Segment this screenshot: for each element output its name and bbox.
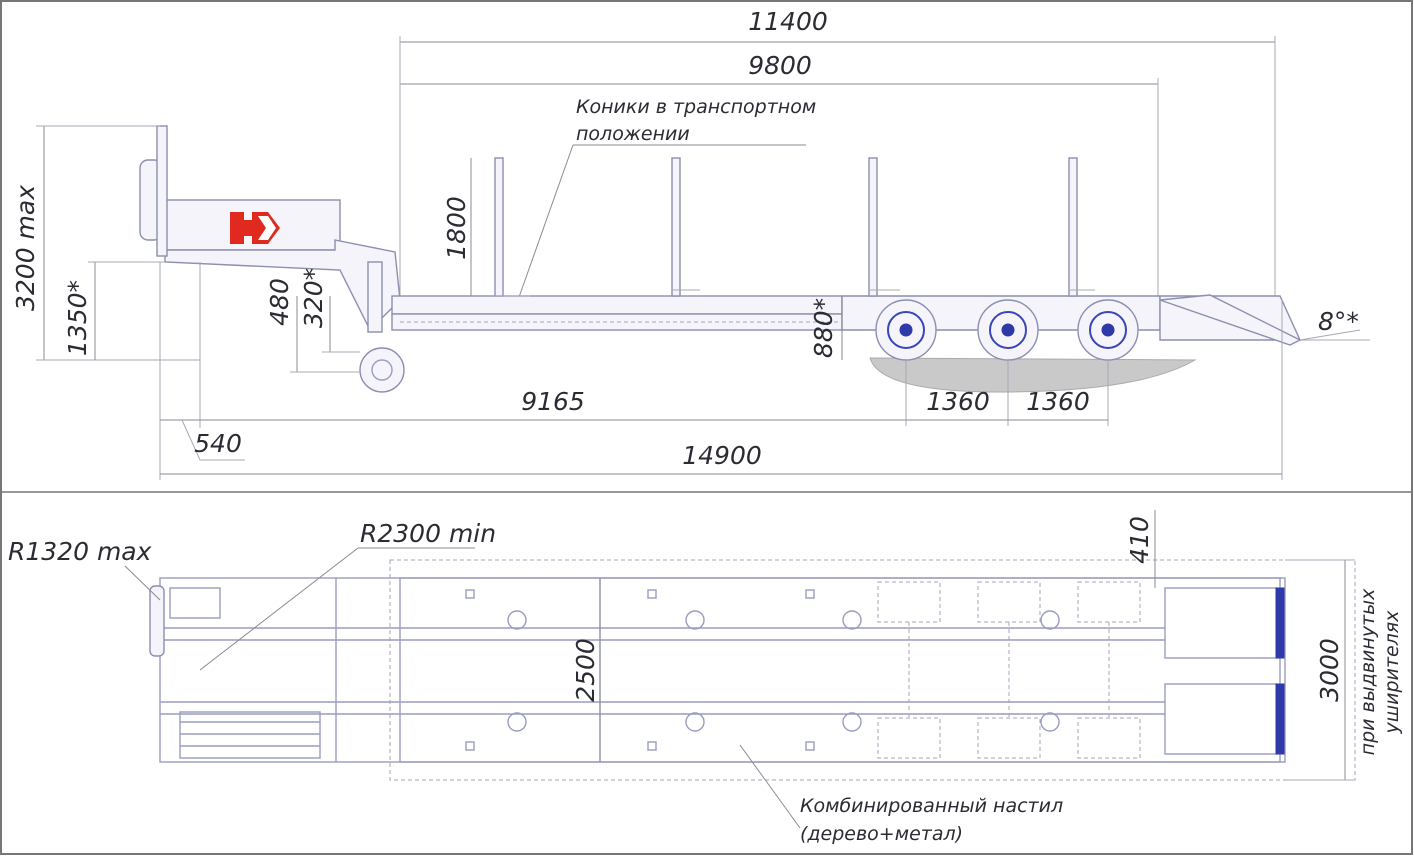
stakes-note-line2: положении	[576, 123, 690, 145]
dim-axle-spacing-2: 1360	[1026, 387, 1090, 416]
dim-kingpin-540: 540	[194, 429, 242, 458]
dim-turn-radius-min: R2300 min	[360, 519, 496, 548]
brand-logo	[230, 212, 280, 244]
deck-note-line1: Комбинированный настил	[800, 795, 1063, 817]
dim-turn-radius-max: R1320 max	[8, 537, 152, 566]
stakes	[494, 157, 1095, 297]
plan-axles	[877, 581, 1141, 759]
extended-note-line2: уширителях	[1381, 610, 1403, 735]
extended-note-line1: при выдвинутых	[1357, 588, 1379, 755]
dim-ramp-angle: 8°*	[1318, 307, 1359, 336]
dim-overall-length: 14900	[682, 441, 762, 470]
dim-stake-height: 1800	[442, 196, 471, 260]
dim-deck-9800: 9800	[748, 51, 812, 80]
side-view: 11400 9800 Коники в транспортном положен…	[11, 7, 1370, 480]
dim-platform-880: 880*	[809, 298, 838, 358]
dim-width-410: 410	[1125, 516, 1154, 564]
dim-width-3000: 3000	[1315, 638, 1344, 702]
dim-deck-480: 480	[265, 278, 294, 326]
stakes-note-line1: Коники в транспортном	[576, 96, 816, 118]
axle-group	[875, 299, 1139, 361]
deck-note-line2: (дерево+метал)	[800, 823, 963, 845]
stake-sockets	[465, 589, 1060, 751]
dim-overall-11400: 11400	[748, 7, 828, 36]
dim-max-height: 3200 max	[11, 185, 40, 311]
dim-deck-320: 320*	[299, 268, 328, 328]
dim-coupling-height: 1350*	[63, 280, 92, 356]
dim-axle-spacing-1: 1360	[926, 387, 990, 416]
plan-view: R1320 max R2300 min 2500 410 3000 при вы…	[8, 510, 1403, 845]
dim-width-2500: 2500	[571, 638, 600, 702]
dim-wheelbase: 9165	[521, 387, 585, 416]
